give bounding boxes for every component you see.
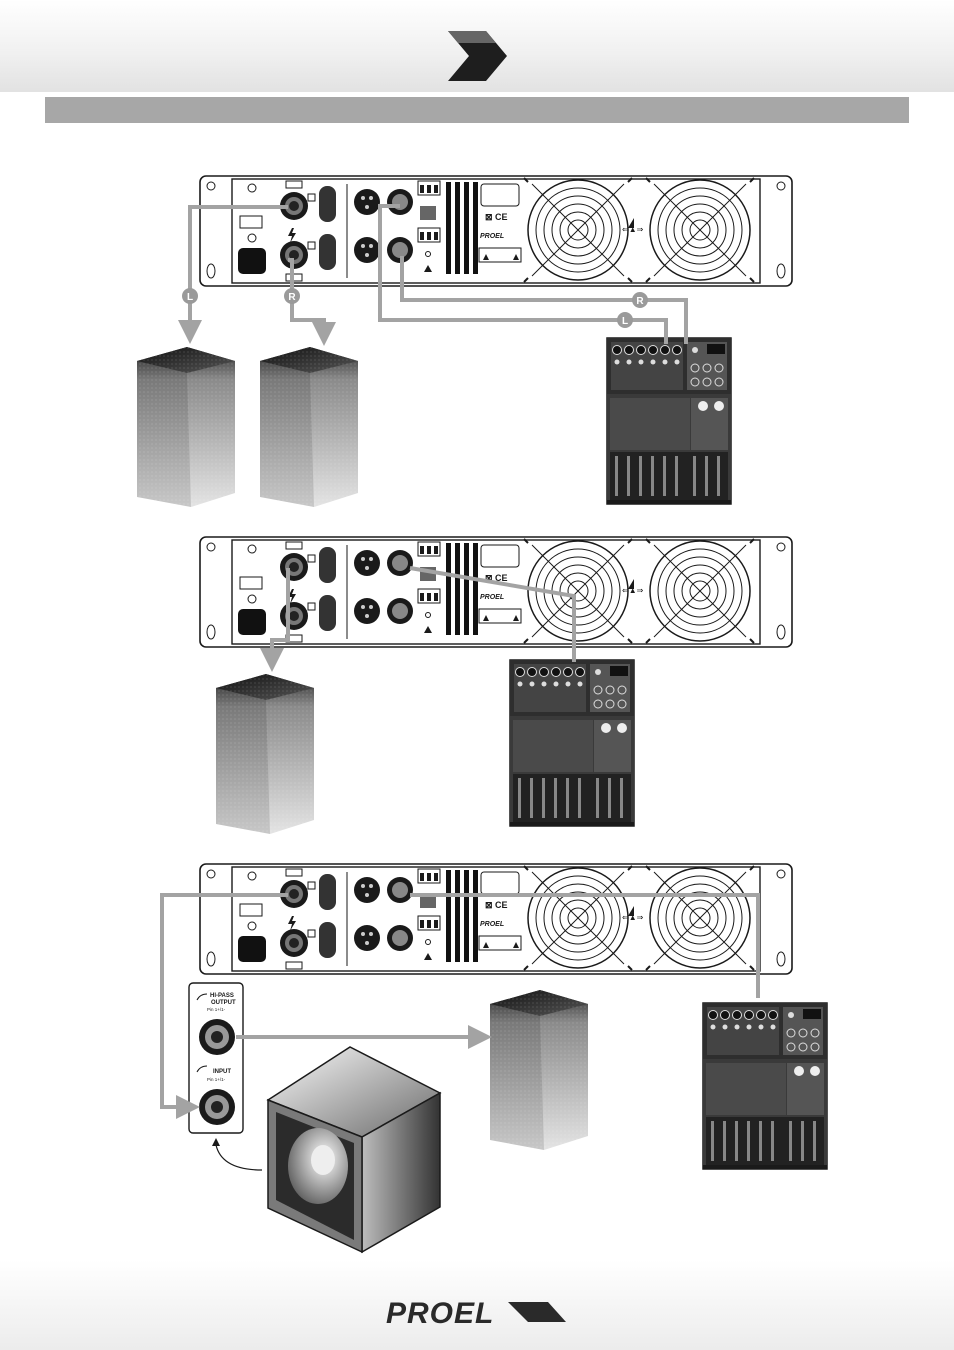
subwoofer-cabinet bbox=[266, 1046, 442, 1254]
input-pin-label: Pin 1+/1- bbox=[207, 1077, 226, 1082]
diagram-subwoofer-setup: HI-PASS OUTPUT Pin 1+/1- INPUT Pin 1+/1- bbox=[160, 863, 828, 1254]
proel-logo: PROEL bbox=[386, 1297, 566, 1330]
speaker-mono bbox=[216, 674, 314, 834]
amplifier-rear-panel bbox=[199, 175, 793, 287]
bottom-band bbox=[0, 1260, 954, 1350]
footer-brand: PROEL bbox=[386, 1297, 494, 1330]
hipass-pin-label: Pin 1+/1- bbox=[207, 1007, 226, 1012]
cable-mixer-left bbox=[378, 204, 668, 344]
speaker-left bbox=[137, 347, 235, 507]
mixer bbox=[606, 337, 732, 505]
cable-mixer-mono bbox=[409, 566, 576, 662]
hipass-output-label: OUTPUT bbox=[211, 1000, 236, 1006]
cable-bridge-speaker bbox=[260, 568, 290, 672]
svg-text:R: R bbox=[288, 292, 296, 303]
label-right-badge: R bbox=[284, 288, 300, 304]
pointer-line bbox=[215, 1144, 263, 1171]
svg-text:R: R bbox=[636, 296, 644, 307]
cable-amp-to-sub-input bbox=[160, 893, 288, 1119]
diagram-bridge-setup bbox=[199, 536, 793, 834]
chevron-right-icon bbox=[448, 31, 507, 81]
svg-text:L: L bbox=[187, 292, 193, 303]
label-right-badge-mixer: R bbox=[632, 292, 648, 308]
cable-mixer-to-amp bbox=[410, 893, 760, 998]
speaker-right bbox=[260, 347, 358, 507]
label-left-badge-mixer: L bbox=[617, 312, 633, 328]
amplifier-rear-panel bbox=[199, 863, 793, 975]
input-label: INPUT bbox=[213, 1069, 231, 1075]
cable-right-speaker bbox=[288, 258, 336, 346]
section-header-bar bbox=[45, 97, 909, 123]
svg-text:L: L bbox=[622, 316, 628, 327]
subwoofer-io-panel: HI-PASS OUTPUT Pin 1+/1- INPUT Pin 1+/1- bbox=[188, 982, 244, 1134]
mixer bbox=[509, 659, 635, 827]
cable-mixer-right bbox=[400, 256, 688, 344]
speaker-satellite bbox=[490, 990, 588, 1150]
hipass-title: HI-PASS bbox=[210, 993, 234, 999]
label-left-badge: L bbox=[182, 288, 198, 304]
diagram-stereo-setup: L R R L bbox=[137, 175, 793, 507]
mixer bbox=[702, 1002, 828, 1170]
